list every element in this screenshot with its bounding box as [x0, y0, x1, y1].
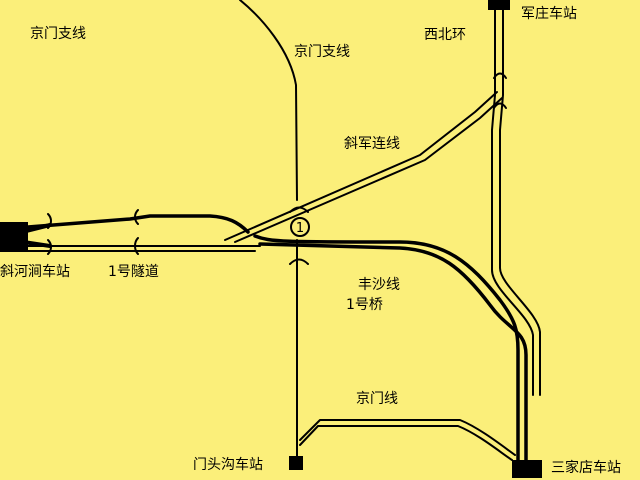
label-jingmen-branch-left: 京门支线 — [30, 26, 86, 42]
tunnel-bracket-left — [134, 209, 139, 255]
label-xibeihuan: 西北环 — [424, 27, 466, 43]
bridge-bracket-east — [493, 72, 507, 109]
label-junzhuang-station: 军庄车站 — [521, 6, 577, 22]
junction-marker — [290, 217, 310, 237]
bridge-bracket — [289, 206, 309, 265]
track-xiejun-link-b — [234, 97, 503, 243]
station-block-mentougou — [289, 456, 303, 470]
track-fengsha-a — [253, 234, 520, 464]
station-block-junzhuang — [488, 0, 510, 10]
track-xibeihuan-a — [491, 7, 534, 396]
track-jingmen-a — [299, 419, 516, 456]
track-jingmen-b — [299, 425, 513, 461]
label-bridge-1: 1号桥 — [346, 297, 383, 313]
track-xiejun-link-a — [224, 91, 498, 241]
track-xiehedong-upper — [26, 214, 250, 234]
track-fengsha-b — [258, 242, 528, 464]
label-tunnel-1: 1号隧道 — [108, 264, 159, 280]
track-jingmen-branch-left — [239, 0, 298, 201]
station-block-xiehedong — [0, 222, 28, 252]
label-jingmen-line: 京门线 — [356, 391, 398, 407]
label-xiehedong-station: 斜河涧车站 — [0, 264, 70, 280]
label-jingmen-branch-right: 京门支线 — [294, 44, 350, 60]
track-xibeihuan-b — [499, 7, 541, 396]
station-block-sanjiadian — [512, 460, 542, 478]
label-sanjiadian-station: 三家店车站 — [551, 460, 621, 476]
label-fengsha: 丰沙线 — [358, 277, 400, 293]
label-mentougou-station: 门头沟车站 — [193, 457, 263, 473]
tunnel-bracket-right — [47, 213, 52, 255]
label-xiejun-link: 斜军连线 — [344, 136, 400, 152]
junction-marker-label: 1 — [296, 221, 304, 236]
